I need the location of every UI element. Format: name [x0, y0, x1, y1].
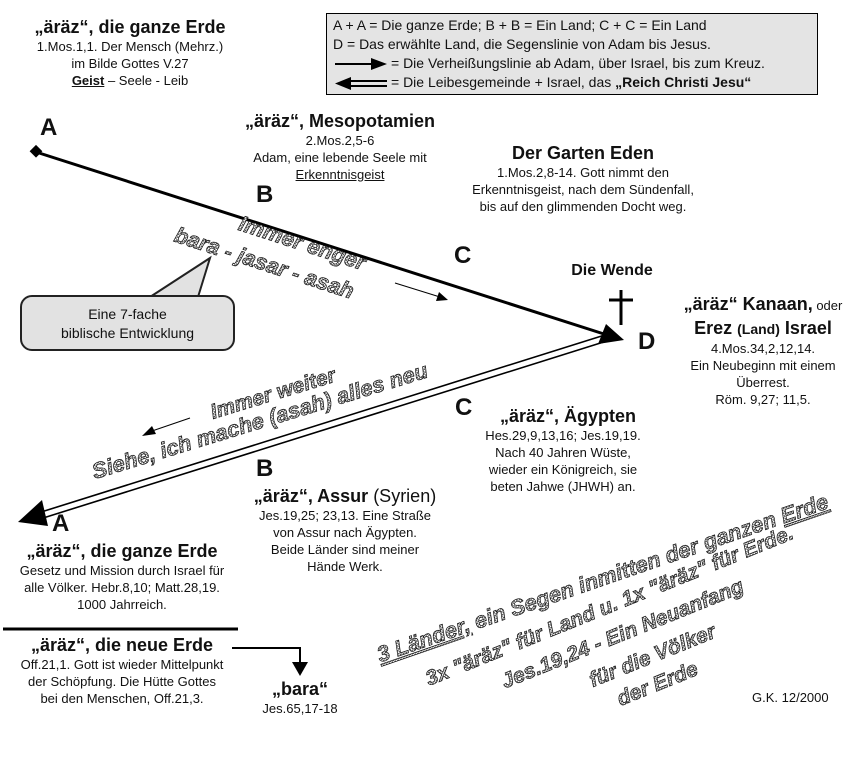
- signature: G.K. 12/2000: [752, 690, 829, 705]
- neue-erde-block: „äräz“, die neue Erde Off.21,1. Gott ist…: [20, 635, 224, 706]
- top-a-block: „äräz“, die ganze Erde 1.Mos.1,1. Der Me…: [34, 17, 226, 88]
- point-a-bottom: A: [52, 510, 70, 537]
- legend-line-1: A + A = Die ganze Erde; B + B = Ein Land…: [333, 17, 707, 33]
- bara-block: „bara“ Jes.65,17-18: [262, 679, 338, 716]
- double-arrow-icon: [333, 73, 391, 92]
- point-b-top: B: [256, 181, 274, 208]
- garten-eden-block: Der Garten Eden 1.Mos.2,8-14. Gott nimmt…: [472, 143, 694, 214]
- enger-arrow: [394, 282, 448, 301]
- legend-line-2: D = Das erwählte Land, die Segenslinie v…: [333, 36, 711, 52]
- start-marker: [29, 144, 43, 158]
- point-b-bottom: B: [256, 455, 274, 482]
- legend-line-3: = Die Verheißungslinie ab Adam, über Isr…: [333, 54, 811, 73]
- point-d: D: [638, 328, 656, 355]
- callout-box: Eine 7-fache biblische Entwicklung: [20, 295, 235, 351]
- kingdom-line-a: [37, 333, 609, 514]
- kanaan-block: „äräz“ Kanaan, oder Erez (Land) Israel 4…: [683, 294, 843, 407]
- kingdom-line-b: [39, 339, 611, 520]
- die-wende-label: Die Wende: [571, 262, 653, 279]
- callout-tail: [146, 255, 212, 298]
- point-c-top: C: [454, 242, 472, 269]
- assur-block: „äräz“, Assur (Syrien) Jes.19,25; 23,13.…: [253, 486, 437, 574]
- arrowhead-a: [18, 500, 48, 526]
- point-c-bottom: C: [455, 394, 473, 421]
- mesopotamien-block: „äräz“, Mesopotamien 2.Mos.2,5-6 Adam, e…: [244, 111, 436, 182]
- cross-icon: [609, 290, 633, 325]
- point-a-top: A: [40, 114, 58, 141]
- legend-box: A + A = Die ganze Erde; B + B = Ein Land…: [326, 13, 818, 95]
- bara-arrow: [232, 647, 308, 676]
- bottom-a-block: „äräz“, die ganze Erde Gesetz und Missio…: [19, 541, 225, 612]
- weiter-arrow: [142, 417, 191, 436]
- aegypten-block: „äräz“, Ägypten Hes.29,9,13,16; Jes.19,1…: [485, 406, 641, 494]
- arrowhead-d: [598, 324, 624, 344]
- single-arrow-icon: [333, 54, 391, 73]
- promise-line: [35, 150, 605, 336]
- legend-line-4: = Die Leibesgemeinde + Israel, das „Reic…: [333, 73, 811, 92]
